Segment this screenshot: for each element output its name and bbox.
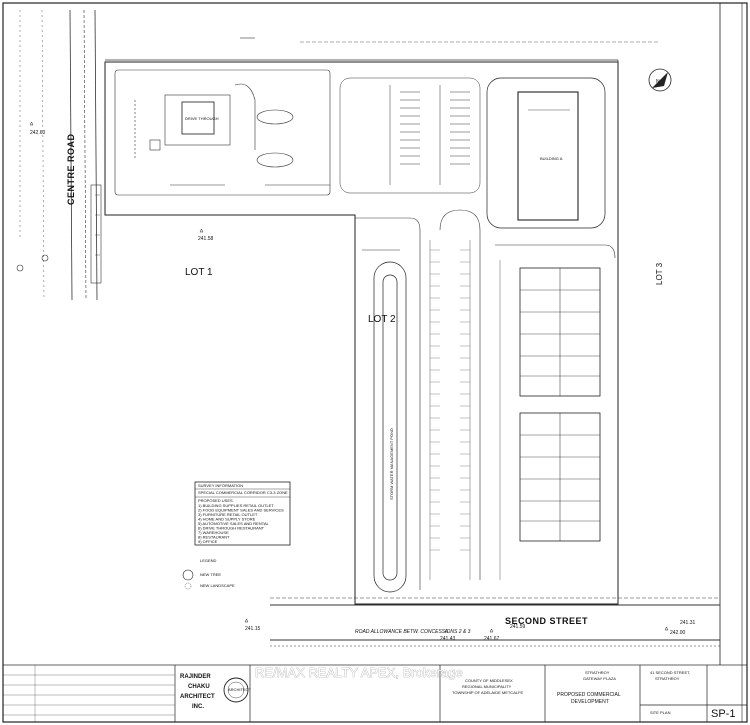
landscape-icon bbox=[184, 582, 192, 590]
brokerage-watermark: RE/MAX REALTY APEX, Brokerage bbox=[255, 665, 463, 680]
site-data-use-3: 3) FURNITURE RETAIL OUTLET bbox=[198, 512, 258, 517]
jurisdiction-3: TOWNSHIP OF ADELAIDE METCALFE bbox=[452, 690, 524, 695]
main-building-label: BUILDING A bbox=[540, 156, 563, 161]
centre-road bbox=[16, 9, 102, 301]
site-data-box bbox=[194, 481, 291, 546]
road-allowance-label: ROAD ALLOWANCE BETW. CONCESSIONS 2 & 3 bbox=[355, 629, 471, 635]
site-data-use-7: 7) WAREHOUSE bbox=[198, 530, 229, 535]
firm-name: RAJINDER bbox=[180, 674, 211, 680]
drawing-title: SITE PLAN bbox=[650, 710, 671, 715]
commercial-block-south bbox=[519, 412, 601, 542]
parking-center bbox=[429, 240, 501, 580]
second-street bbox=[270, 597, 720, 647]
site-data-use-1: 1) BUILDING SUPPLIES RETAIL OUTLET bbox=[198, 503, 274, 508]
site-data-zoning: SPECIAL COMMERCIAL CORRIDOR C3-3 ZONE bbox=[198, 490, 288, 495]
elevation-3: 241.43 bbox=[440, 636, 456, 642]
elevation-7: 241.59 bbox=[510, 624, 526, 630]
site-boundary bbox=[104, 61, 619, 605]
architect-stamp-icon bbox=[223, 677, 249, 703]
firm-role: ARCHITECT bbox=[180, 694, 215, 700]
commercial-block-north bbox=[519, 267, 601, 397]
legend-item-landscape: NEW LANDSCAPE bbox=[200, 583, 235, 588]
address: 41 SECOND STREET, bbox=[650, 670, 690, 675]
drive-through-area bbox=[114, 69, 331, 196]
storm-pond bbox=[373, 261, 407, 593]
elevation-5: 242.00 bbox=[670, 630, 686, 636]
firm-name-2: CHAKU bbox=[188, 684, 210, 690]
elevation-markers bbox=[29, 121, 669, 633]
main-building bbox=[486, 77, 606, 229]
elevation-8: 241.15 bbox=[245, 626, 261, 632]
legend-heading: LEGEND bbox=[200, 558, 217, 563]
drive-through-label: DRIVE THROUGH bbox=[185, 116, 219, 121]
lot2-label: LOT 2 bbox=[368, 314, 396, 325]
parking-top bbox=[339, 77, 481, 194]
site-data-use-2: 2) FOOD EQUIPMENT SALES AND SERVICES bbox=[198, 508, 284, 513]
client-name-2: GATEWAY PLAZA bbox=[583, 676, 616, 681]
elevation-6: 241.31 bbox=[680, 620, 696, 626]
svg-text:N: N bbox=[656, 79, 660, 85]
site-data-use-6: 6) DRIVE THROUGH RESTAURANT bbox=[198, 526, 265, 531]
jurisdiction-1: COUNTY OF MIDDLESEX bbox=[465, 678, 513, 683]
lot1-label: LOT 1 bbox=[185, 267, 213, 278]
legend-item-tree: NEW TREE bbox=[200, 572, 221, 577]
city: STRATHROY bbox=[655, 676, 680, 681]
tree-icon bbox=[182, 569, 194, 581]
site-data-use-8: 8) RESTAURANT bbox=[198, 535, 230, 540]
north-arrow-icon: N bbox=[648, 68, 672, 92]
elevation-2: 242.60 bbox=[30, 130, 46, 136]
title-block bbox=[2, 664, 748, 723]
elevation-4: 241.67 bbox=[484, 636, 500, 642]
client-name: STRATHROY bbox=[585, 670, 610, 675]
parking-stalls bbox=[430, 249, 470, 551]
driveway bbox=[355, 209, 616, 590]
project-title: PROPOSED COMMERCIAL bbox=[557, 692, 621, 698]
site-data-use-4: 4) HOME AND SUPPLY STORE bbox=[198, 517, 256, 522]
project-title-2: DEVELOPMENT bbox=[571, 699, 609, 705]
second-street-label: SECOND STREET bbox=[505, 616, 588, 626]
site-data-heading: SURVEY INFORMATION bbox=[198, 483, 243, 488]
firm-suffix: INC. bbox=[192, 704, 204, 710]
jurisdiction-2: REGIONAL MUNICIPALITY bbox=[462, 684, 512, 689]
storm-pond-label: STORM WATER MANAGEMENT POND bbox=[389, 428, 394, 500]
site-data-use-5: 5) AUTOMOTIVE SALES AND RENTAL bbox=[198, 521, 270, 526]
site-data-uses-heading: PROPOSED USES bbox=[198, 498, 233, 503]
centre-road-label: CENTRE ROAD bbox=[66, 133, 76, 205]
stamp-text: ARCHITECT bbox=[228, 687, 251, 692]
site-data-use-9: 9) OFFICE bbox=[198, 539, 218, 544]
lot3-label: LOT 3 bbox=[655, 262, 664, 285]
sheet-number: SP-1 bbox=[711, 708, 735, 720]
elevation-1: 241.58 bbox=[198, 236, 214, 242]
